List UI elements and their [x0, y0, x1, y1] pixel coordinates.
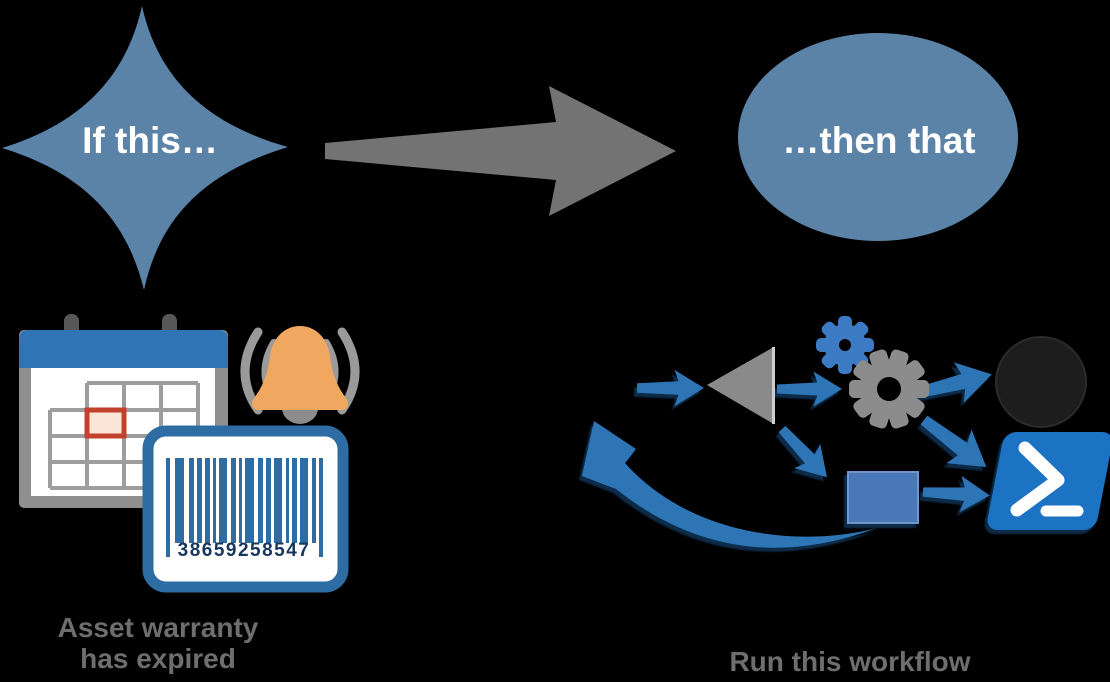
barcode-bar [205, 458, 210, 543]
trigger-caption-line1: Asset warranty [57, 612, 259, 643]
barcode-bar [219, 458, 227, 543]
barcode-bar [239, 458, 242, 543]
powershell-prompt-chevron-icon [1010, 441, 1065, 517]
flow-arrow-icon [922, 473, 991, 514]
trigger-label: If this… [82, 120, 218, 161]
barcode-number: 38659258547 [177, 540, 311, 561]
barcode-bars [166, 458, 323, 557]
barcode-bar [292, 458, 297, 543]
barcode-bar [286, 458, 289, 543]
action-label: …then that [782, 120, 976, 161]
bell-clapper [282, 408, 318, 424]
barcode-bar [231, 458, 236, 543]
flow-arrow-icon [768, 416, 841, 490]
barcode-bar [189, 458, 194, 543]
barcode-bar [300, 458, 308, 543]
trigger-caption-line2: has expired [80, 643, 236, 674]
calendar-header [19, 330, 228, 368]
workflow-caption: Run this workflow [729, 646, 971, 677]
barcode-bar [175, 458, 184, 543]
action-ellipse-shape [738, 33, 1018, 241]
calendar-highlighted-date [84, 407, 127, 439]
rewind-triangle-icon [707, 347, 775, 424]
workflow-cluster [582, 316, 1110, 548]
flow-arrow-icon [777, 371, 842, 407]
gear-gray-icon [849, 349, 929, 429]
barcode-bar [312, 458, 316, 543]
barcode-bar [258, 458, 263, 543]
barcode-icon [142, 425, 349, 593]
barcode-bar [245, 458, 254, 543]
barcode-bar [197, 458, 202, 543]
swoosh-return-arrow-icon [582, 421, 877, 548]
trigger-caption: Asset warranty has expired [12, 612, 304, 674]
flow-arrow-icon [637, 369, 704, 407]
barcode-bar [213, 458, 216, 543]
alarm-bell-icon [240, 326, 360, 424]
powershell-icon [987, 432, 1110, 530]
flow-arrow-icon [911, 403, 999, 484]
workflow-blue-elements [582, 354, 1110, 548]
big-arrow-icon [325, 86, 676, 216]
barcode-bar [274, 458, 282, 543]
square-node-icon [847, 471, 919, 524]
barcode-bar [266, 458, 271, 543]
bell-body [251, 326, 349, 410]
dark-circle-node-icon [995, 336, 1087, 428]
barcode-bar [166, 458, 170, 557]
trigger-star-shape [2, 6, 288, 290]
barcode-bar [319, 458, 323, 557]
